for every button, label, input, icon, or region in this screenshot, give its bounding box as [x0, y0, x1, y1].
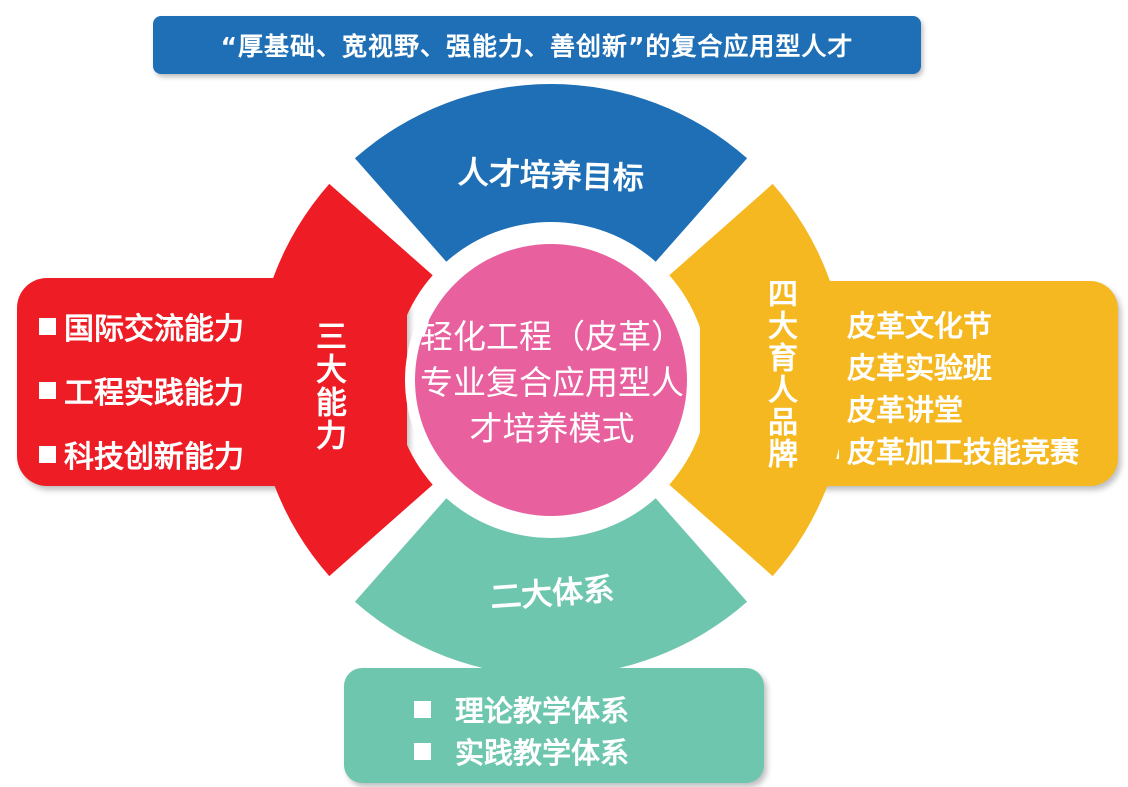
- bullet-square-icon: [414, 742, 431, 760]
- bullet-square-icon: [39, 317, 56, 335]
- segment-label-left: 三大能力: [310, 320, 346, 452]
- center-circle: [415, 244, 687, 516]
- list-item: 皮革讲堂: [822, 387, 1079, 429]
- list-item: 理论教学体系: [414, 688, 629, 730]
- title-text: “厚基础、宽视野、强能力、善创新”的复合应用型人才: [220, 32, 854, 61]
- segment-label-right: 四大育人品牌: [762, 278, 797, 470]
- bullet-square-icon: [39, 381, 56, 399]
- list-item: 国际交流能力: [39, 294, 244, 358]
- list-item: 实践教学体系: [414, 730, 629, 772]
- segment-label-bottom: 二大体系: [489, 571, 616, 617]
- list-item: 工程实践能力: [39, 358, 244, 422]
- systems-box: 理论教学体系 实践教学体系: [344, 668, 764, 783]
- bullet-square-icon: [414, 700, 431, 718]
- ring-segment-left: [255, 183, 433, 577]
- bullet-square-icon: [39, 445, 56, 463]
- systems-list: 理论教学体系 实践教学体系: [414, 688, 629, 772]
- ring-segment-right: [669, 183, 847, 577]
- title-banner: “厚基础、宽视野、强能力、善创新”的复合应用型人才: [153, 16, 921, 74]
- center-label: 轻化工程（皮革）专业复合应用型人才培养模式: [420, 317, 684, 448]
- brands-list: 皮革文化节 皮革实验班 皮革讲堂 皮革加工技能竞赛: [822, 303, 1079, 471]
- ring-segment-bottom: [354, 498, 748, 676]
- abilities-list: 国际交流能力 工程实践能力 科技创新能力: [39, 294, 244, 486]
- list-item: 科技创新能力: [39, 422, 244, 486]
- ring-segment-top: [354, 84, 748, 262]
- segment-label-top: 人才培养目标: [457, 154, 645, 198]
